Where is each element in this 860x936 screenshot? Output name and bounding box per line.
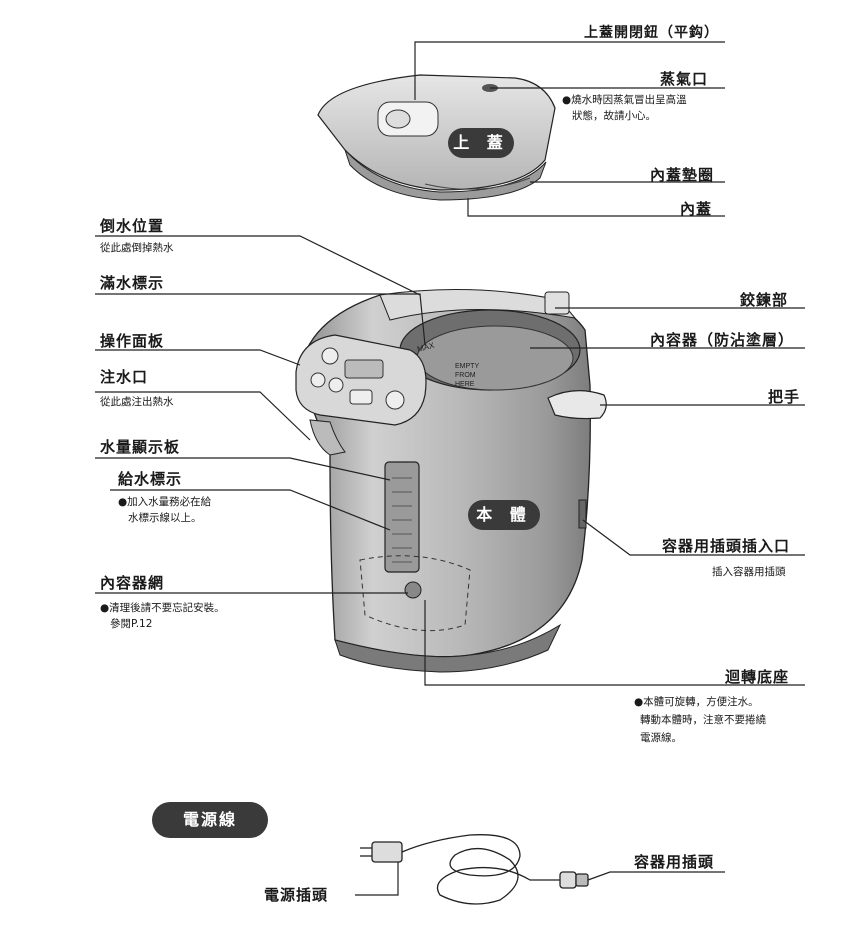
label-inner-lid-gasket: 內蓋墊圈 [650,166,715,184]
label-handle: 把手 [768,388,801,406]
note-pour: 從此處倒掉熱水 [100,242,174,254]
label-spout: 注水口 [100,368,149,386]
note-fill-2: 水標示線以上。 [128,512,202,524]
power-cord-drawing [360,834,589,905]
note-spout: 從此處注出熱水 [100,396,174,408]
label-appliance-plug: 容器用插頭 [634,853,715,871]
note-fill-1: ●加入水量務必在給 [118,496,212,508]
empty-mark-1: EMPTY [455,363,479,370]
label-socket: 容器用插頭插入口 [662,537,791,555]
note-swivel-2: 轉動本體時，注意不要捲繞 [640,714,766,726]
body-pill: 本 體 [468,500,540,530]
note-filter-2: 參閱P.12 [110,618,153,630]
lid-pill: 上 蓋 [448,128,514,158]
note-steam-1: ●燒水時因蒸氣冒出呈高溫 [562,94,687,106]
note-filter-1: ●清理後請不要忘記安裝。 [100,602,225,614]
label-control-panel: 操作面板 [100,332,165,350]
lid-drawing [317,74,556,201]
label-inner-lid: 內蓋 [680,200,713,218]
label-filter: 內容器網 [100,574,165,592]
leader-lines [95,41,805,896]
body-drawing [295,289,607,673]
label-lid-button: 上蓋開閉鈕（平鈎） [584,25,719,41]
empty-mark-2: FROM [455,372,476,379]
label-hinge: 鉸鍊部 [740,291,789,309]
label-pour-position: 倒水位置 [100,217,165,235]
label-full-mark: 滿水標示 [100,274,165,292]
note-steam-2: 狀態，故請小心。 [572,110,656,122]
label-swivel-base: 迴轉底座 [725,668,790,686]
label-level-window: 水量顯示板 [100,438,181,456]
note-socket: 插入容器用插頭 [712,566,786,578]
empty-mark-3: HERE [455,381,475,388]
label-fill-mark: 給水標示 [118,470,183,488]
label-inner-container: 內容器（防沾塗層） [650,331,795,349]
note-swivel-1: ●本體可旋轉，方便注水。 [634,696,759,708]
note-swivel-3: 電源線。 [640,732,682,744]
label-power-plug: 電源插頭 [264,886,329,904]
cord-pill: 電源線 [152,802,268,838]
label-steam-vent: 蒸氣口 [660,70,709,88]
